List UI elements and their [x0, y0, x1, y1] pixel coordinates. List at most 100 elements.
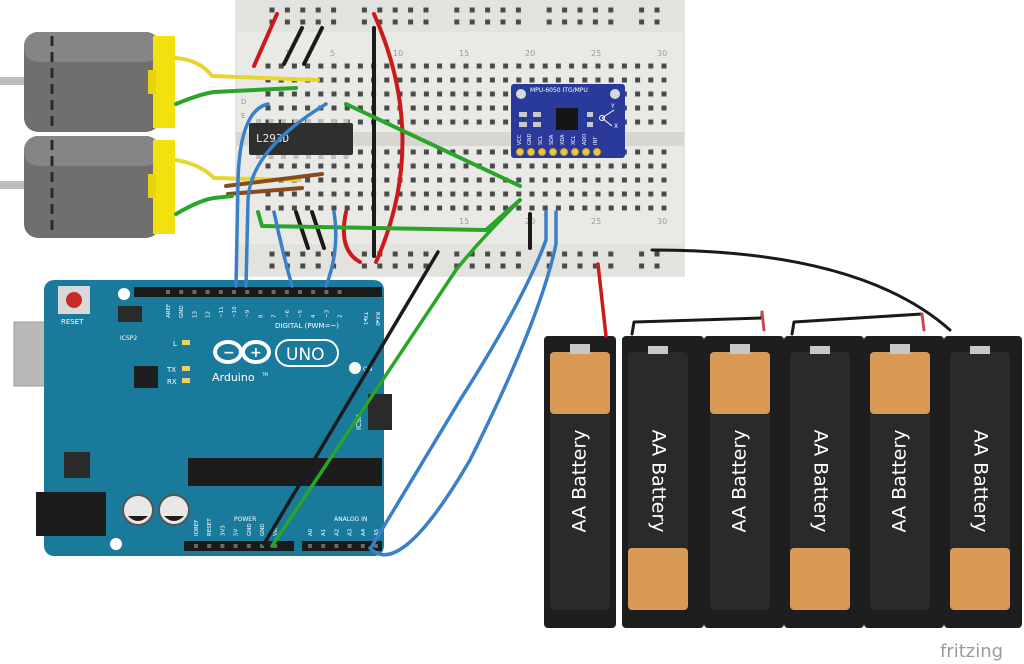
breadboard-hole [661, 119, 667, 125]
breadboard-hole [582, 63, 588, 69]
l293d-chip: L293D [249, 119, 353, 159]
breadboard-hole [344, 177, 350, 183]
breadboard-hole [569, 63, 575, 69]
icsp2-header [118, 306, 142, 322]
header-pin [207, 544, 212, 548]
motor-shaft [0, 77, 26, 85]
breadboard-hole [344, 105, 350, 111]
breadboard-hole [397, 149, 403, 155]
wire-blue [234, 102, 270, 288]
breadboard-hole [648, 149, 654, 155]
header-pin-label: IOREF [194, 520, 200, 536]
rail-hole [300, 19, 306, 25]
reset-button [66, 292, 82, 308]
analog-header [302, 541, 382, 551]
breadboard-hole [648, 177, 654, 183]
rail-hole [300, 263, 306, 269]
microcontroller [188, 458, 382, 486]
chip-leg [256, 155, 261, 159]
chip-leg [343, 155, 349, 159]
breadboard-hole [476, 77, 482, 83]
rail-hole [654, 7, 660, 13]
breadboard-hole [529, 163, 535, 169]
wire-black [262, 250, 440, 546]
rail-hole [361, 251, 367, 257]
column-number: 30 [657, 49, 667, 58]
breadboard-hole [648, 77, 654, 83]
rail-hole [577, 263, 583, 269]
breadboard-hole [529, 63, 535, 69]
rail-hole [469, 19, 475, 25]
motor-end-cap-tab [148, 70, 156, 94]
header-pin [374, 544, 378, 548]
breadboard-hole [344, 77, 350, 83]
breadboard-hole [344, 63, 350, 69]
breadboard-hole [344, 205, 350, 211]
chip-body [249, 123, 353, 155]
breadboard-hole [595, 63, 601, 69]
breadboard-hole [357, 91, 363, 97]
rail-hole [515, 19, 521, 25]
imu-chip [556, 108, 578, 130]
led-l-label: L [173, 340, 177, 348]
imu-pin-pad [582, 148, 590, 156]
rail-hole [454, 263, 460, 269]
imu-pin-pads [516, 148, 601, 156]
breadboard-hole [569, 205, 575, 211]
imu-pin-pad [527, 148, 535, 156]
breadboard-hole [384, 163, 390, 169]
breadboard-hole [357, 77, 363, 83]
breadboard-hole [476, 191, 482, 197]
breadboard-hole [608, 163, 614, 169]
breadboard-hole [661, 163, 667, 169]
breadboard-hole [450, 205, 456, 211]
rail-hole [315, 19, 321, 25]
chip-leg [331, 119, 336, 123]
header-pin-label: 3V3 [220, 525, 226, 536]
breadboard-hole [357, 177, 363, 183]
breadboard-hole [648, 163, 654, 169]
imu-pin-pad [549, 148, 557, 156]
breadboard-hole [503, 119, 509, 125]
rail-hole [485, 7, 491, 13]
breadboard-hole [397, 63, 403, 69]
rail-hole [454, 7, 460, 13]
rail-hole [546, 251, 552, 257]
breadboard-hole [423, 77, 429, 83]
breadboard-hole [489, 149, 495, 155]
dc-motor-top [0, 32, 175, 132]
breadboard-hole [463, 163, 469, 169]
wire-blue [272, 210, 294, 288]
breadboard-hole [450, 177, 456, 183]
mount-hole [110, 538, 122, 550]
breadboard-hole [437, 191, 443, 197]
wire-yellow [174, 56, 320, 82]
mount-hole [118, 288, 130, 300]
breadboard-hole [503, 63, 509, 69]
chip-leg [331, 155, 336, 159]
reset-label: RESET [61, 318, 84, 326]
header-pin-label: GND [179, 305, 185, 318]
breadboard-hole [450, 163, 456, 169]
breadboard-hole [516, 63, 522, 69]
breadboard-hole [661, 105, 667, 111]
breadboard-hole [463, 119, 469, 125]
breadboard-hole [344, 191, 350, 197]
breadboard-hole [542, 163, 548, 169]
header-pin [205, 290, 210, 294]
breadboard-hole [635, 77, 641, 83]
rail-hole [515, 7, 521, 13]
rail-hole [361, 263, 367, 269]
breadboard-hole [595, 77, 601, 83]
breadboard-hole [621, 191, 627, 197]
battery-label: AA Battery [889, 430, 911, 533]
breadboard-hole [423, 177, 429, 183]
rail-hole [485, 251, 491, 257]
battery-label: AA Battery [810, 430, 832, 533]
header-pin [298, 290, 302, 294]
breadboard-hole [265, 105, 271, 111]
header-pin-label: A1 [321, 529, 327, 536]
breadboard-hole [305, 163, 311, 169]
mpu6050-module: MPU-6050 ITG/MPU Y X VCC GND SCL SDA XDA… [511, 84, 625, 158]
